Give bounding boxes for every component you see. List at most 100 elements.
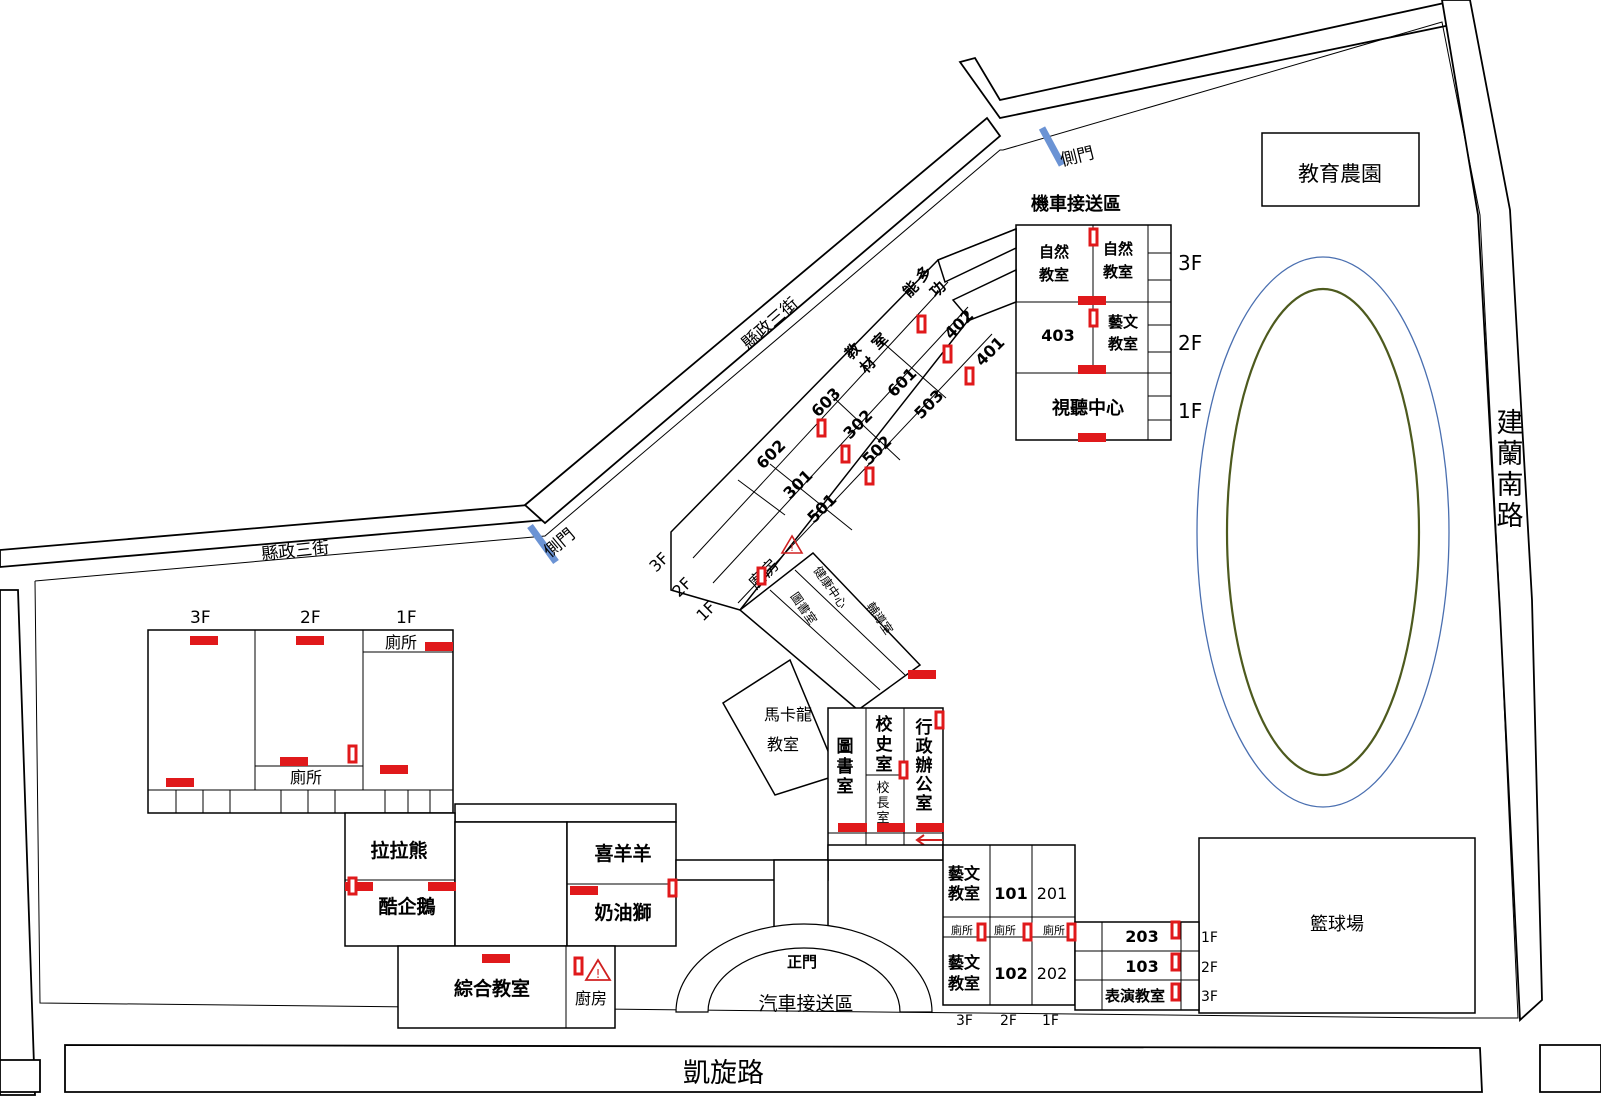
extinguisher-post (916, 314, 927, 334)
extinguisher-tag (428, 882, 456, 891)
history-c1: 校 (876, 714, 894, 735)
extinguisher-tag (425, 642, 453, 651)
extinguisher-post (1170, 920, 1181, 940)
diag-floor-3f: 3F (645, 549, 672, 576)
road-north-junction (958, 0, 1467, 119)
room-403: 403 (1041, 326, 1074, 345)
diagonal-wing (670, 227, 1017, 611)
svg-text:!: ! (596, 967, 601, 981)
svg-text:建: 建 (1497, 408, 1524, 439)
sw-block-upper (454, 803, 677, 823)
history-c3: 室 (876, 754, 893, 775)
library-c2: 書 (837, 756, 854, 777)
extinguisher-post (756, 566, 767, 586)
svg-text:路: 路 (1497, 501, 1524, 532)
extinguisher-tag (296, 636, 324, 645)
extinguisher-tag (877, 823, 905, 832)
se-floor-3f: 3F (956, 1013, 973, 1029)
admin-c2: 政 (916, 736, 934, 757)
admin-c3: 辦 (916, 755, 933, 776)
admin-c4: 公 (916, 775, 933, 795)
extinguisher-post (347, 876, 358, 896)
room-101: 101 (994, 884, 1027, 903)
extinguisher-tag (345, 882, 373, 891)
west-floor-1f: 1F (396, 608, 417, 628)
extinguisher-post (1170, 952, 1181, 972)
svg-text:南: 南 (1497, 470, 1524, 501)
extinguisher-tag (380, 765, 408, 774)
art-101-l2: 教室 (948, 884, 980, 903)
ne-floor-1f: 1F (1178, 399, 1202, 423)
extinguisher-tags (166, 296, 1106, 963)
extinguisher-post (573, 956, 584, 976)
road-west (0, 589, 36, 1096)
ne-floor-3f: 3F (1178, 251, 1202, 275)
west-building (147, 629, 454, 814)
gate-tower (773, 859, 829, 929)
library-c3: 室 (837, 776, 854, 797)
extinguisher-tag (839, 823, 867, 832)
extinguisher-post (864, 466, 875, 486)
extinguisher-post (816, 418, 827, 438)
sw-mid (454, 821, 568, 947)
makalong-l1: 馬卡龍 (764, 705, 812, 724)
room-penguin-label: 酷企鵝 (378, 895, 435, 918)
extinguisher-tag (1078, 433, 1106, 442)
multi-class-label: 綜合教室 (454, 977, 530, 1000)
road-label-jianlan: 建 蘭 南 路 (1497, 408, 1524, 532)
extinguisher-post (840, 444, 851, 464)
room-503: 503 (910, 386, 947, 423)
annex-floor-2f: 2F (1201, 960, 1218, 976)
art-room-top-l2: 教室 (1107, 335, 1138, 353)
main-gate-plaza (675, 923, 933, 1013)
track-inner (1225, 287, 1421, 777)
campus-boundary (34, 21, 1519, 1019)
svg-text:蘭: 蘭 (1497, 439, 1524, 470)
room-sheep-label: 喜羊羊 (594, 842, 651, 865)
history-c2: 史 (876, 734, 894, 755)
library-c1: 圖 (837, 737, 854, 757)
extinguisher-post (1170, 982, 1181, 1002)
side-gate-top-marker (1038, 126, 1066, 167)
performance-room: 表演教室 (1105, 987, 1165, 1005)
main-gate-label: 正門 (787, 953, 817, 971)
hazard-icon: ! (780, 534, 804, 554)
admin-link (827, 844, 944, 861)
room-102: 102 (994, 964, 1027, 983)
room-lala-label: 拉拉熊 (370, 839, 427, 862)
extinguisher-post (964, 366, 975, 386)
principal-c1: 校 (876, 780, 889, 796)
extinguisher-tag (570, 886, 598, 895)
se-block (942, 844, 1076, 1006)
basketball-court (1198, 837, 1476, 1014)
west-toilet-1f: 廁所 (385, 633, 417, 652)
road-label-kaixuan: 凱旋路 (683, 1058, 764, 1089)
room-201: 201 (1037, 884, 1068, 903)
extinguisher-tag (1078, 365, 1106, 374)
admin-c1: 行 (915, 717, 933, 738)
extinguisher-tag (482, 954, 510, 963)
extinguisher-post (347, 744, 358, 764)
extinguisher-post (667, 878, 678, 898)
extinguisher-post (934, 710, 945, 730)
art-room-top-l1: 藝文 (1108, 313, 1139, 331)
room-203: 203 (1125, 927, 1158, 946)
kitchen-low-label: 廚房 (575, 989, 607, 1008)
room-103: 103 (1125, 957, 1158, 976)
side-gate-left-label: 側門 (540, 525, 579, 562)
science-room-1-l2: 教室 (1038, 266, 1069, 284)
extinguisher-tag (166, 778, 194, 787)
extinguisher-tag (908, 670, 936, 679)
extinguisher-post (898, 760, 909, 780)
admin-c5: 室 (916, 793, 933, 814)
annex-floor-3f: 3F (1201, 989, 1218, 1005)
track-outer (1196, 256, 1450, 808)
principal-c2: 長 (876, 796, 889, 811)
west-floor-3f: 3F (190, 608, 211, 628)
south-wing (738, 551, 922, 711)
extinguisher-tag (916, 823, 944, 832)
svg-text:!: ! (790, 543, 794, 554)
se-floor-1f: 1F (1042, 1013, 1059, 1029)
road-xianzheng-diagonal (523, 116, 1002, 525)
